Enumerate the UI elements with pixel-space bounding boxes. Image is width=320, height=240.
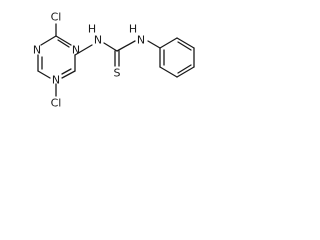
bond-ph-1 [159,37,178,49]
atom-h-right: H [129,23,137,36]
atom-s: S [114,67,121,80]
chemical-structure: Cl N N N Cl H N H N S [33,11,195,110]
atom-n-left: N [94,34,102,47]
bond-ph-2-double [177,41,192,51]
bond-ph-5 [159,66,178,78]
atom-n-ring-bottom: N [52,74,60,87]
bond-c1-n2-double [57,39,70,48]
bond-n3-c2-double [61,68,72,75]
bond-c2-nh [74,44,93,56]
atom-n-right: N [137,34,145,47]
bond-nh-c [103,42,118,52]
bond-nh-phenyl [147,40,161,49]
atom-n-ring-right: N [72,44,80,57]
phenyl-ring [159,37,195,78]
atom-cl-top: Cl [51,11,62,24]
bond-c1-n2 [55,35,72,46]
bond-c1-n1 [40,35,57,46]
bond-c-nh2 [116,40,136,52]
atom-cl-bottom: Cl [51,97,62,110]
bond-ph-2 [176,37,195,49]
bond-n3-c2 [61,70,76,79]
bond-ph-4-double [177,64,192,74]
atom-n-ring-left: N [33,44,41,57]
bond-ph-4 [176,66,195,78]
atom-h-left: H [88,23,96,36]
bond-c3-n3 [37,70,51,79]
triazine-ring [37,35,76,79]
